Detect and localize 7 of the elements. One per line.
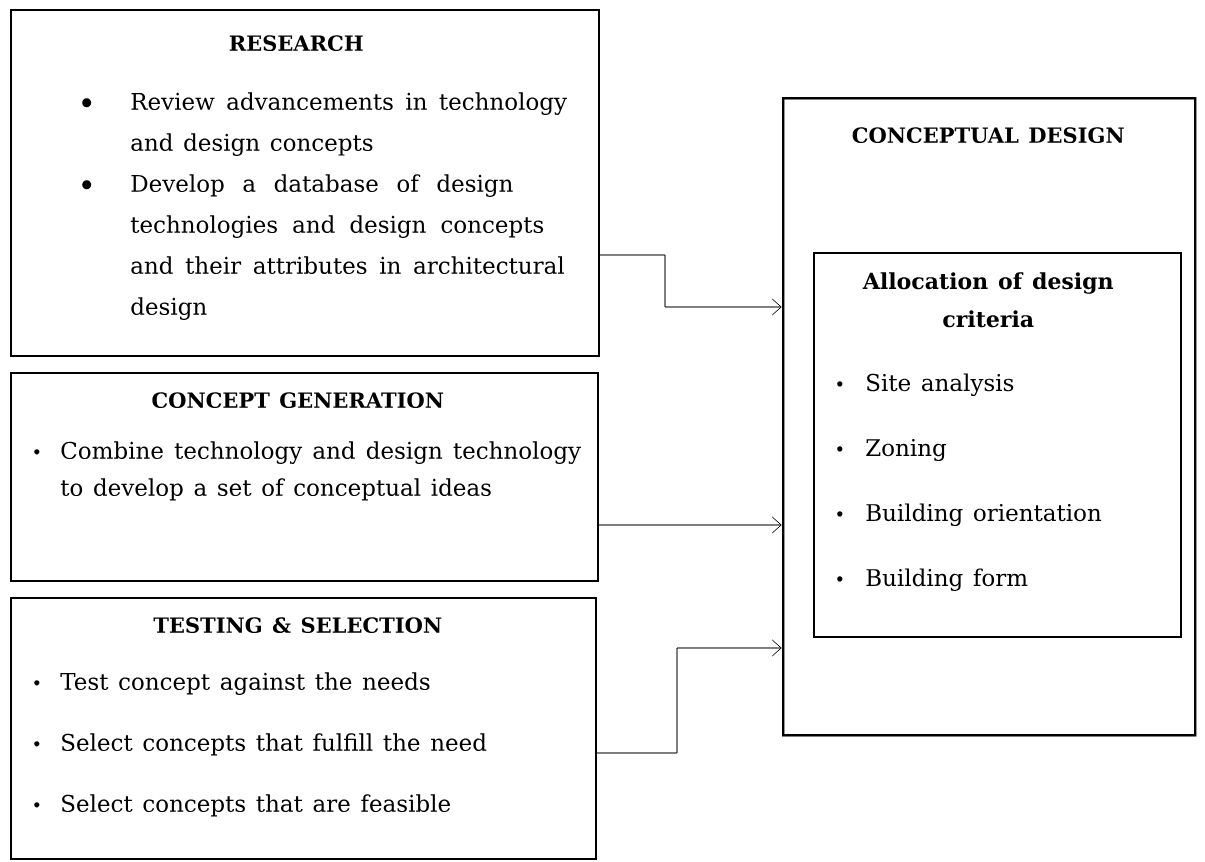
process-box: Allocation of design criteria Site analysis Zoning Building orientation Building form xyxy=(813,252,1182,638)
process-box: RESEARCH Review advancements in technology and design concepts Develop a database of design technologies and design concepts and their attributes in architectural design xyxy=(10,9,600,357)
arrow xyxy=(599,254,782,316)
process-box: CONCEPT GENERATION Combine technology and design technology to develop a set of conceptual ideas xyxy=(10,372,599,582)
arrow xyxy=(598,516,782,534)
arrow xyxy=(596,639,782,754)
process-box: TESTING & SELECTION Test concept against the needs Select concepts that fulfill the need Select concepts that are feasible xyxy=(10,597,597,860)
